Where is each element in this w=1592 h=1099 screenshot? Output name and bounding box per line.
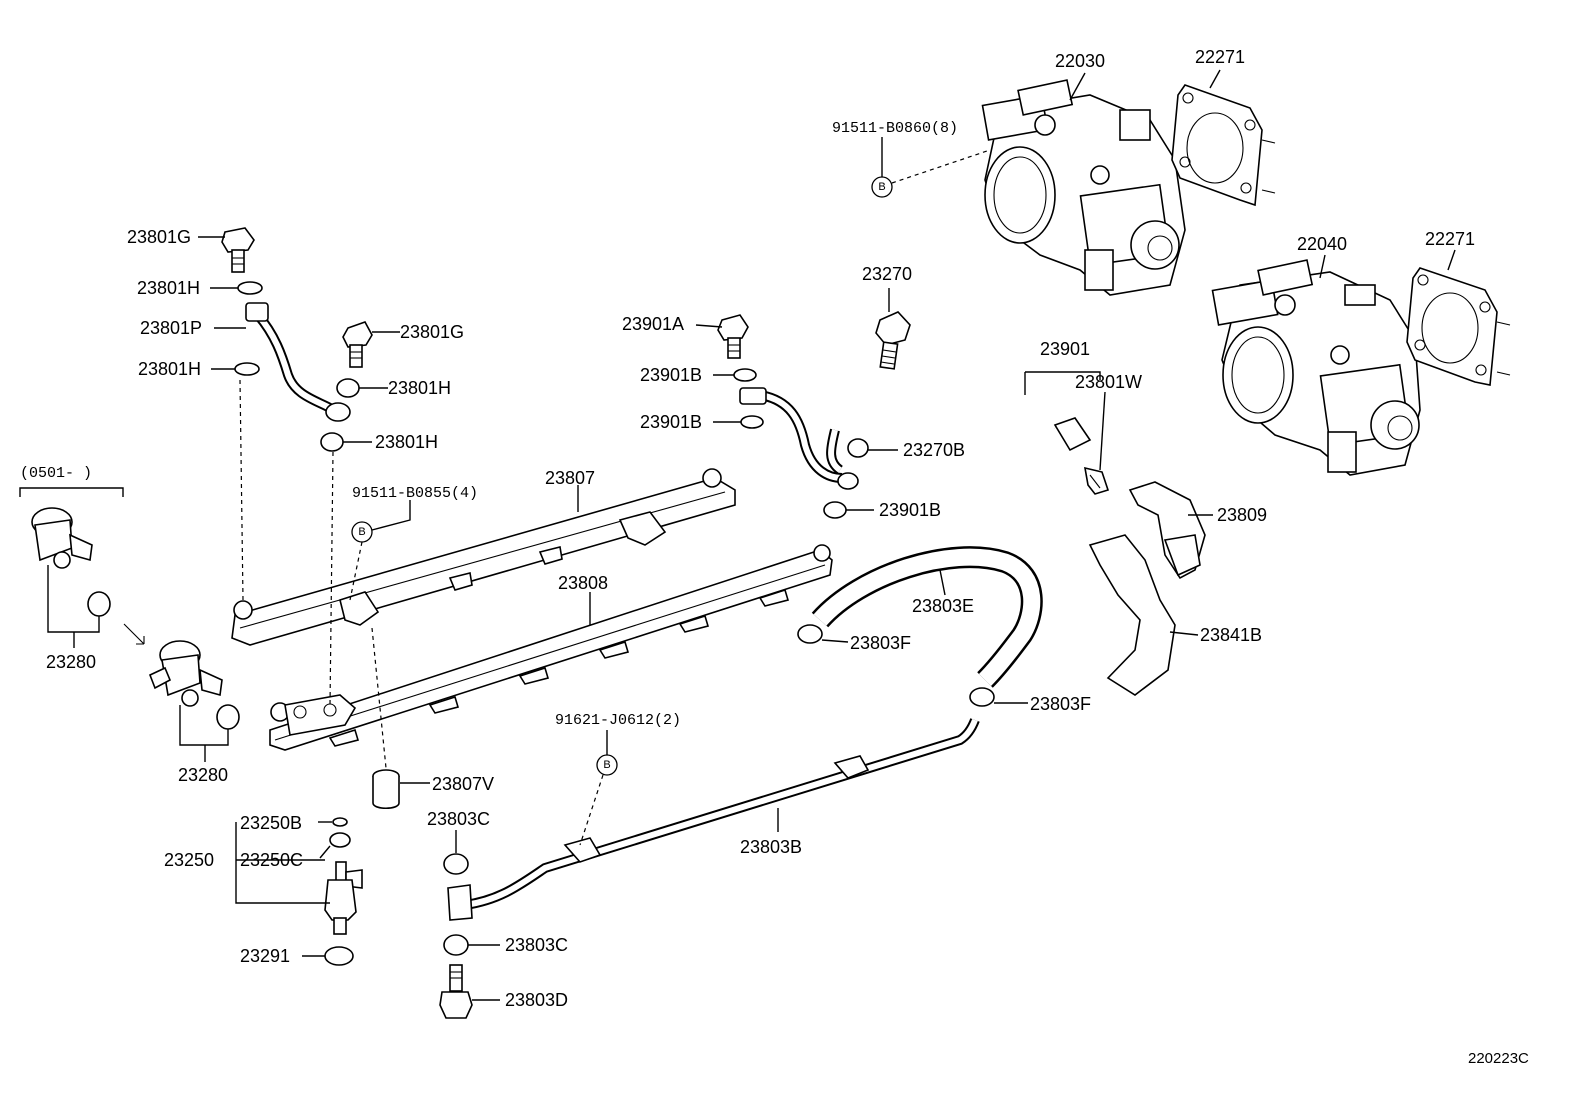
label-23801G-1: 23801G [127, 227, 191, 247]
o-ring-23280-a[interactable] [87, 591, 111, 617]
label-23280-1: 23280 [46, 652, 96, 672]
fuel-pipe-23803B[interactable] [447, 718, 980, 921]
label-23291: 23291 [240, 946, 290, 966]
clamp-23803F-b[interactable] [969, 687, 995, 707]
label-23270B: 23270B [903, 440, 965, 460]
label-23803D: 23803D [505, 990, 568, 1010]
svg-text:B: B [358, 526, 365, 538]
label-23901B-1: 23901B [640, 365, 702, 385]
fastener-badge-b-3: B [596, 754, 618, 776]
washer-23801H-b[interactable] [234, 362, 260, 376]
throttle-body-22040[interactable] [1211, 259, 1421, 476]
bolt-23801G-a[interactable] [221, 227, 255, 273]
label-23801G-2: 23801G [400, 322, 464, 342]
label-23801H-4: 23801H [375, 432, 438, 452]
washer-23270B[interactable] [847, 438, 869, 458]
throttle-body-22030[interactable] [981, 79, 1186, 296]
washer-23901B-b[interactable] [740, 415, 764, 429]
gasket-23803C-b[interactable] [443, 934, 469, 956]
washer-23901B-c[interactable] [823, 501, 847, 519]
label-23841B: 23841B [1200, 625, 1262, 645]
label-91511-b0860: 91511-B0860(8) [832, 120, 958, 137]
label-23803F-2: 23803F [1030, 694, 1091, 714]
label-91511-b0855: 91511-B0855(4) [352, 485, 478, 502]
svg-text:B: B [878, 181, 885, 193]
label-22271-bottom: 22271 [1425, 229, 1475, 249]
hose-23901[interactable] [739, 379, 1092, 490]
clamp-23803F-a[interactable] [797, 624, 823, 644]
gasket-23803C-a[interactable] [443, 853, 469, 875]
gasket-22271-top[interactable] [1171, 84, 1276, 207]
label-23803B: 23803B [740, 837, 802, 857]
label-23250: 23250 [164, 850, 214, 870]
washer-23801H-c[interactable] [336, 378, 360, 398]
label-22030: 22030 [1055, 51, 1105, 71]
label-23807V: 23807V [432, 774, 494, 794]
label-23801H-3: 23801H [388, 378, 451, 398]
label-22040: 22040 [1297, 234, 1347, 254]
label-23809: 23809 [1217, 505, 1267, 525]
washer-23801H-a[interactable] [237, 281, 263, 295]
fastener-badge-b-1: B [871, 176, 893, 198]
pulsation-damper-23280-b[interactable] [148, 640, 223, 707]
label-23250B: 23250B [240, 813, 302, 833]
label-23801W: 23801W [1075, 372, 1142, 392]
label-23808: 23808 [558, 573, 608, 593]
label-23901A: 23901A [622, 314, 684, 334]
label-23807: 23807 [545, 468, 595, 488]
damper-23807V[interactable] [372, 769, 400, 810]
label-22271-top: 22271 [1195, 47, 1245, 67]
label-23801H-2: 23801H [138, 359, 201, 379]
cover-23841B[interactable] [1088, 534, 1176, 696]
label-23901B-2: 23901B [640, 412, 702, 432]
fuel-rail-23808[interactable] [269, 544, 833, 751]
bolt-23901A[interactable] [717, 314, 749, 359]
o-ring-23280-b[interactable] [216, 704, 240, 730]
washer-23901B-a[interactable] [733, 368, 757, 382]
pipe-23801P[interactable] [245, 302, 351, 422]
fastener-badge-b-2: B [351, 521, 373, 543]
label-23803C-1: 23803C [427, 809, 490, 829]
insulator-23250C[interactable] [329, 832, 351, 848]
leader-lines [19, 69, 1456, 1001]
fuel-rail-23807[interactable] [231, 468, 736, 646]
bolt-23270[interactable] [875, 311, 911, 370]
washer-23801H-d[interactable] [320, 432, 344, 452]
label-23901B-3: 23901B [879, 500, 941, 520]
label-23270: 23270 [862, 264, 912, 284]
label-23803F-1: 23803F [850, 633, 911, 653]
bracket-23809[interactable] [1128, 481, 1206, 580]
svg-text:B: B [603, 759, 610, 771]
label-23801P: 23801P [140, 318, 202, 338]
bolt-23801G-b[interactable] [342, 321, 373, 368]
pulsation-damper-23280-a[interactable] [31, 507, 93, 569]
label-23803E: 23803E [912, 596, 974, 616]
label-23250C: 23250C [240, 850, 303, 870]
hose-23803E[interactable] [811, 546, 1043, 688]
label-91621-j0612: 91621-J0612(2) [555, 712, 681, 729]
injector-23250[interactable] [324, 861, 363, 935]
union-bolt-23803D[interactable] [439, 964, 473, 1019]
diagram-reference-id: 220223C [1468, 1050, 1529, 1067]
clip-23801W[interactable] [1084, 466, 1110, 495]
label-23280-2: 23280 [178, 765, 228, 785]
label-23803C-2: 23803C [505, 935, 568, 955]
label-23801H-1: 23801H [137, 278, 200, 298]
gasket-22271-bottom[interactable] [1406, 267, 1511, 386]
o-ring-23250B[interactable] [332, 817, 348, 827]
label-date-range: (0501- ) [20, 465, 92, 482]
insulator-23291[interactable] [324, 946, 354, 966]
label-23901: 23901 [1040, 339, 1090, 359]
